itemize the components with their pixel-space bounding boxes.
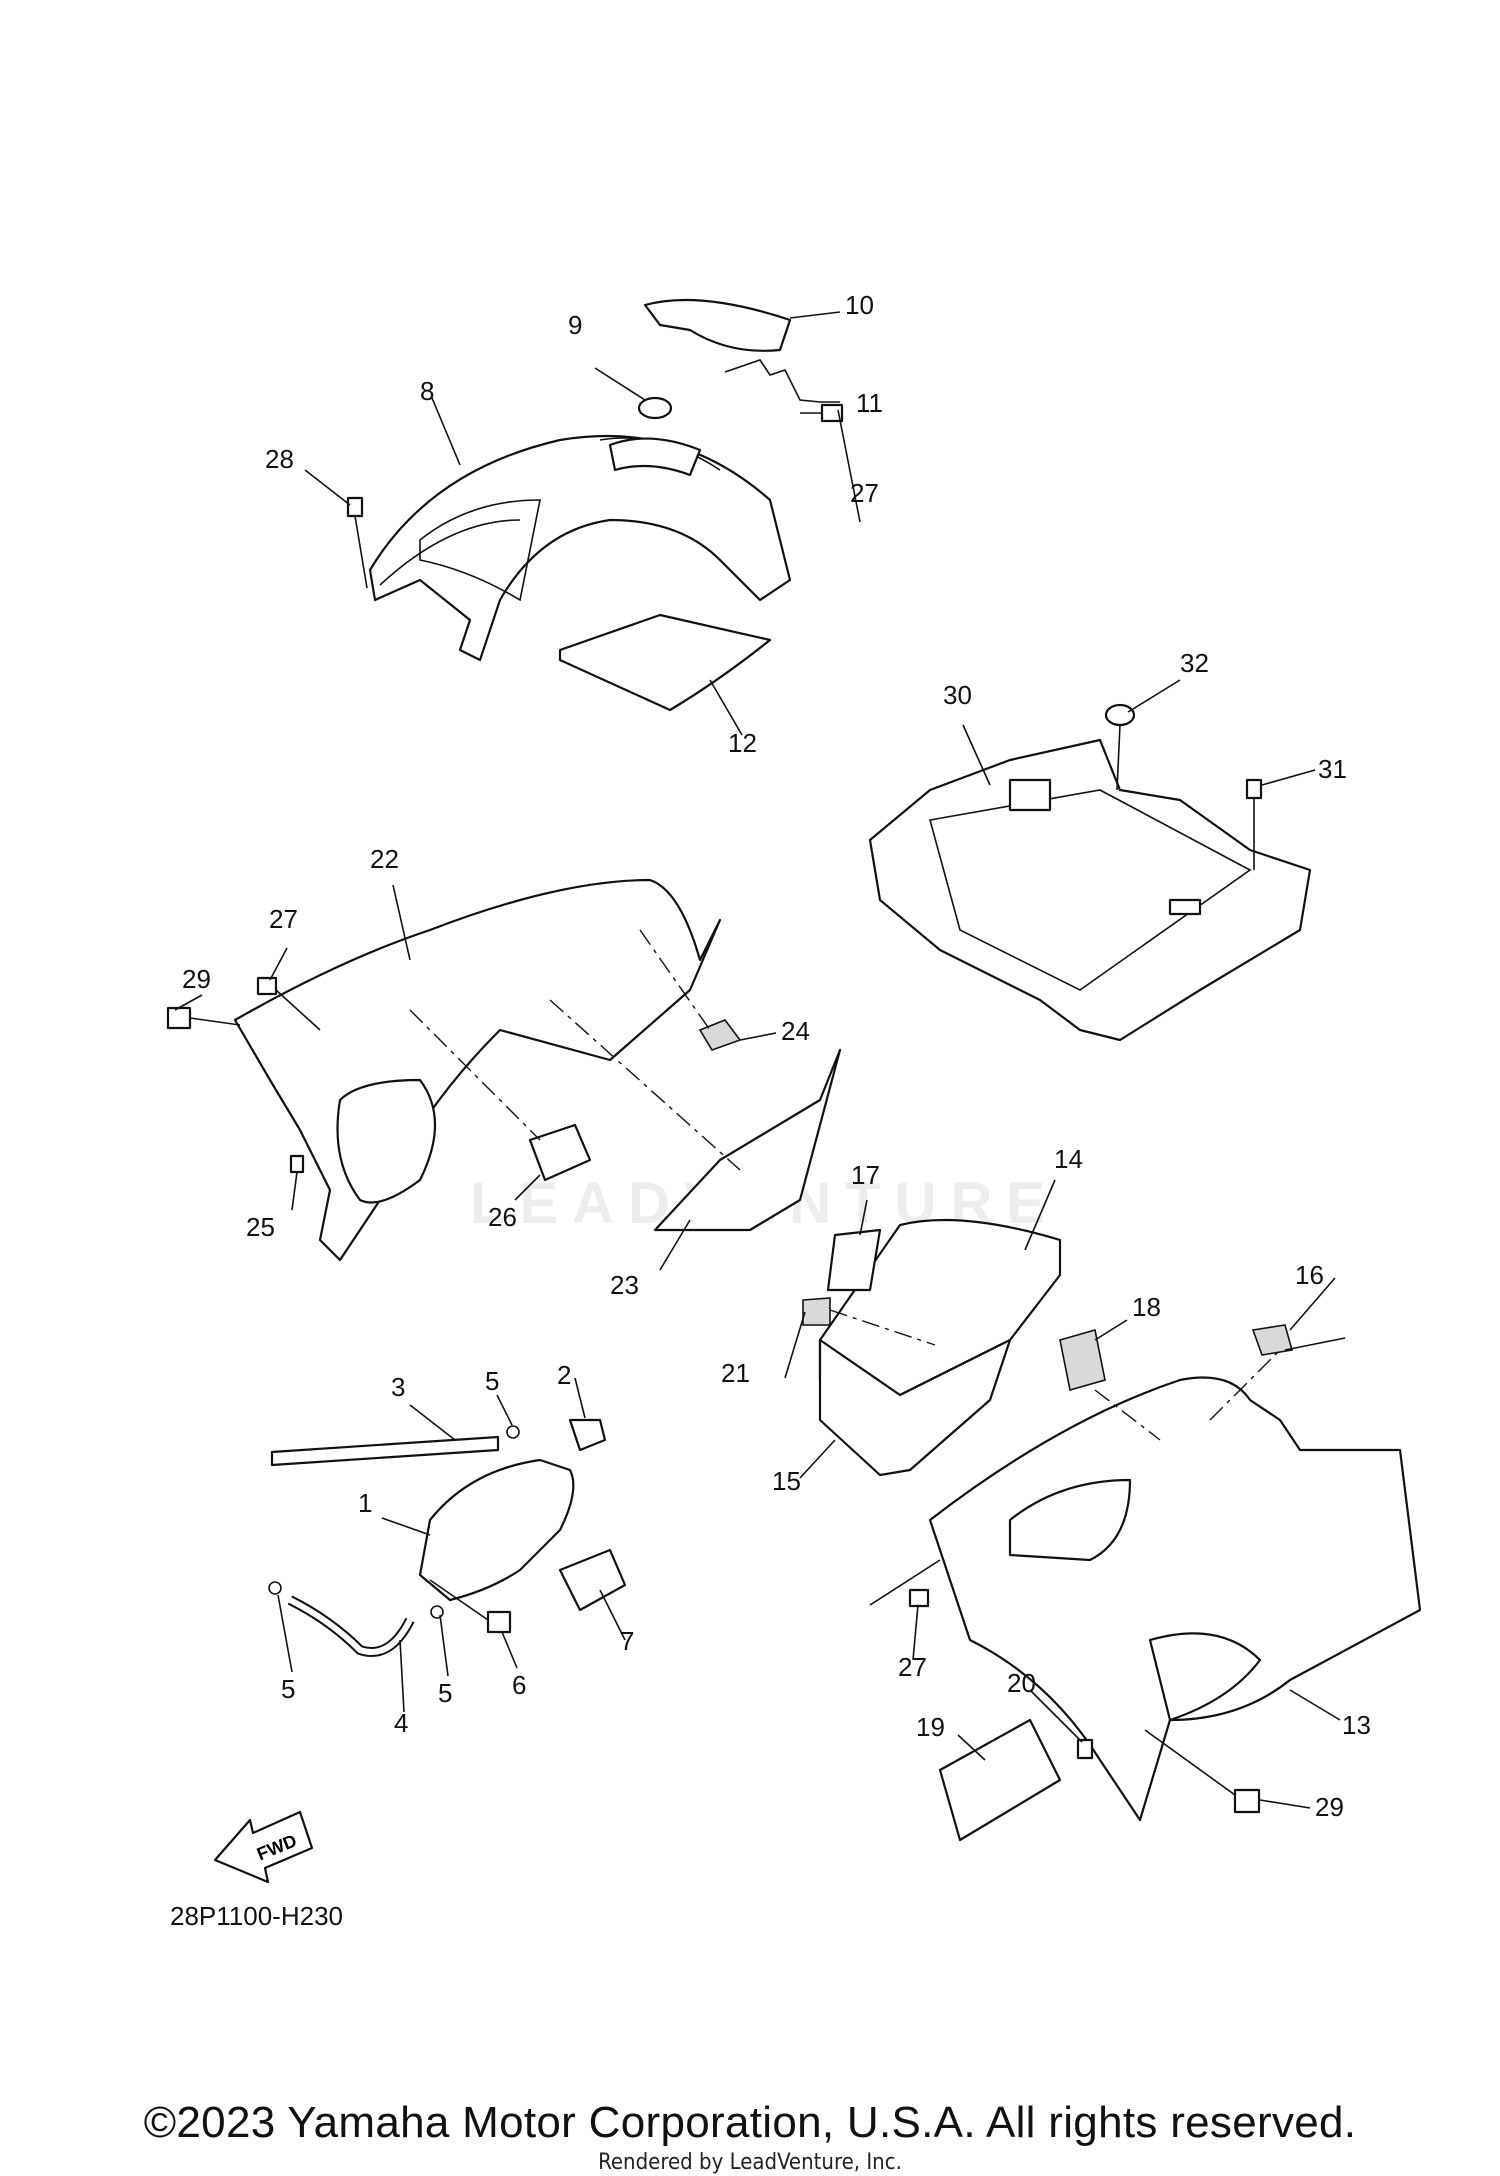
part-5-clip-b [268,1581,282,1595]
fwd-arrow-icon: FWD [213,1810,314,1884]
callout-27b: 27 [269,904,298,934]
callout-31: 31 [1318,754,1347,784]
callout-labels: 1 2 3 4 5 5 5 6 7 8 9 10 11 12 13 14 15 … [182,290,1371,1822]
part-2-cap [568,1418,607,1452]
callout-32: 32 [1180,648,1209,678]
part-23-sheet [653,1048,842,1232]
callout-5a: 5 [485,1366,499,1396]
callout-27a: 27 [850,478,879,508]
part-27-bolt-left [256,976,321,1031]
callout-29a: 29 [182,964,211,994]
callout-14: 14 [1054,1144,1083,1174]
part-7-pad [558,1548,627,1612]
callout-19: 19 [916,1712,945,1742]
callout-6: 6 [512,1670,526,1700]
part-32-clip [1104,703,1136,727]
callout-5c: 5 [438,1678,452,1708]
callout-15: 15 [772,1466,801,1496]
callout-10: 10 [845,290,874,320]
diagram-code: 28P1100-H230 [170,1901,343,1931]
part-1-tank [418,1458,575,1602]
callout-25: 25 [246,1212,275,1242]
part-3-pipe [270,1435,500,1467]
part-11-wire [724,359,821,403]
callout-3: 3 [391,1372,405,1402]
part-18-block [1059,1328,1106,1392]
part-15-sheet [818,1338,1012,1477]
part-21-block [802,1297,831,1326]
callout-23: 23 [610,1270,639,1300]
callout-21: 21 [721,1358,750,1388]
part-27-bolt-top [800,403,844,423]
part-12-pad [558,613,772,712]
callout-13: 13 [1342,1710,1371,1740]
part-25-clip [289,1154,305,1174]
callout-26: 26 [488,1202,517,1232]
rendered-by-text: Rendered by LeadVenture, Inc. [598,2150,902,2175]
part-16-block [1251,1324,1294,1356]
callout-24: 24 [781,1016,810,1046]
callout-17: 17 [851,1160,880,1190]
callout-28: 28 [265,444,294,474]
part-19-pad [938,1718,1062,1842]
part-31-bolt [1245,778,1263,870]
part-28-bolt [346,496,368,589]
callout-9: 9 [568,310,582,340]
part-6-bolt [429,1579,512,1634]
part-22-side-cover [233,878,722,1262]
callout-4: 4 [394,1708,408,1738]
part-27-bolt-right [869,1559,941,1608]
callout-2: 2 [557,1360,571,1390]
callout-12: 12 [728,728,757,758]
callout-8: 8 [420,376,434,406]
part-10-cap [643,298,792,352]
part-17-pad [826,1228,882,1292]
part-29-bolt-left [166,1006,241,1030]
part-8-rear-cover [368,434,792,662]
part-26-block [528,1123,592,1182]
callout-20: 20 [1007,1668,1036,1698]
part-5-clip-c [430,1605,444,1619]
part-13-side-cover [928,1376,1422,1822]
callout-1: 1 [358,1488,372,1518]
callout-11: 11 [856,388,883,418]
callout-18: 18 [1132,1292,1161,1322]
callout-leaders [174,311,1341,1809]
part-29-bolt-right [1144,1729,1261,1814]
callout-16: 16 [1295,1260,1324,1290]
part-5-clip-a [506,1425,520,1439]
part-30-bracket [868,738,1312,1042]
copyright-text: ©2023 Yamaha Motor Corporation, U.S.A. A… [143,2098,1357,2147]
callout-22: 22 [370,844,399,874]
callout-5b: 5 [281,1674,295,1704]
part-9-grommet [637,396,673,420]
callout-7: 7 [620,1626,634,1656]
callout-29b: 29 [1315,1792,1344,1822]
part-20-clip [1076,1738,1094,1760]
callout-27c: 27 [898,1652,927,1682]
callout-30: 30 [943,680,972,710]
